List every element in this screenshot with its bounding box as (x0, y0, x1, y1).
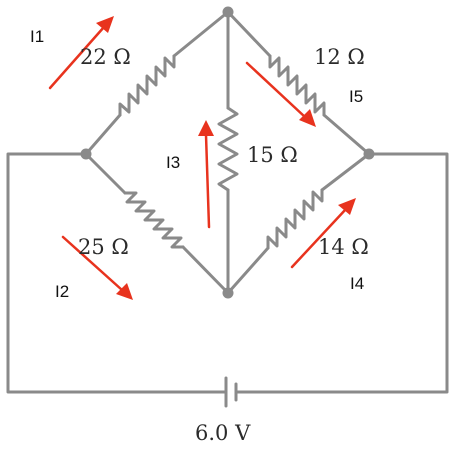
resistor-22 (84, 10, 230, 156)
current-arrow-i2 (61, 235, 133, 300)
node-bottom (222, 287, 234, 299)
battery-label: 6.0 V (195, 421, 251, 445)
current-arrow-i5 (245, 61, 316, 127)
resistor-12 (226, 10, 371, 156)
node-top (222, 6, 234, 18)
current-arrow-i3 (198, 120, 214, 229)
resistor-22-label: 22 Ω (80, 45, 131, 69)
current-label-i1: I1 (30, 27, 44, 46)
resistor-25 (84, 152, 230, 295)
resistor-14 (226, 152, 371, 295)
current-arrow-i1 (48, 16, 114, 90)
wire-right-loop (234, 152, 449, 394)
current-label-i3: I3 (166, 153, 180, 172)
resistor-12-label: 12 Ω (314, 45, 365, 69)
resistor-15-label: 15 Ω (247, 143, 298, 167)
battery-symbol (224, 376, 238, 408)
current-label-i4: I4 (350, 274, 364, 293)
node-left (80, 148, 92, 160)
node-right (363, 148, 375, 160)
resistor-14-label: 14 Ω (318, 235, 369, 259)
wire-left-loop (6, 152, 228, 394)
current-label-i2: I2 (55, 282, 69, 301)
resistor-15 (217, 10, 239, 295)
resistor-25-label: 25 Ω (78, 235, 129, 259)
current-label-i5: I5 (349, 87, 363, 106)
current-arrow-i4 (290, 198, 356, 269)
